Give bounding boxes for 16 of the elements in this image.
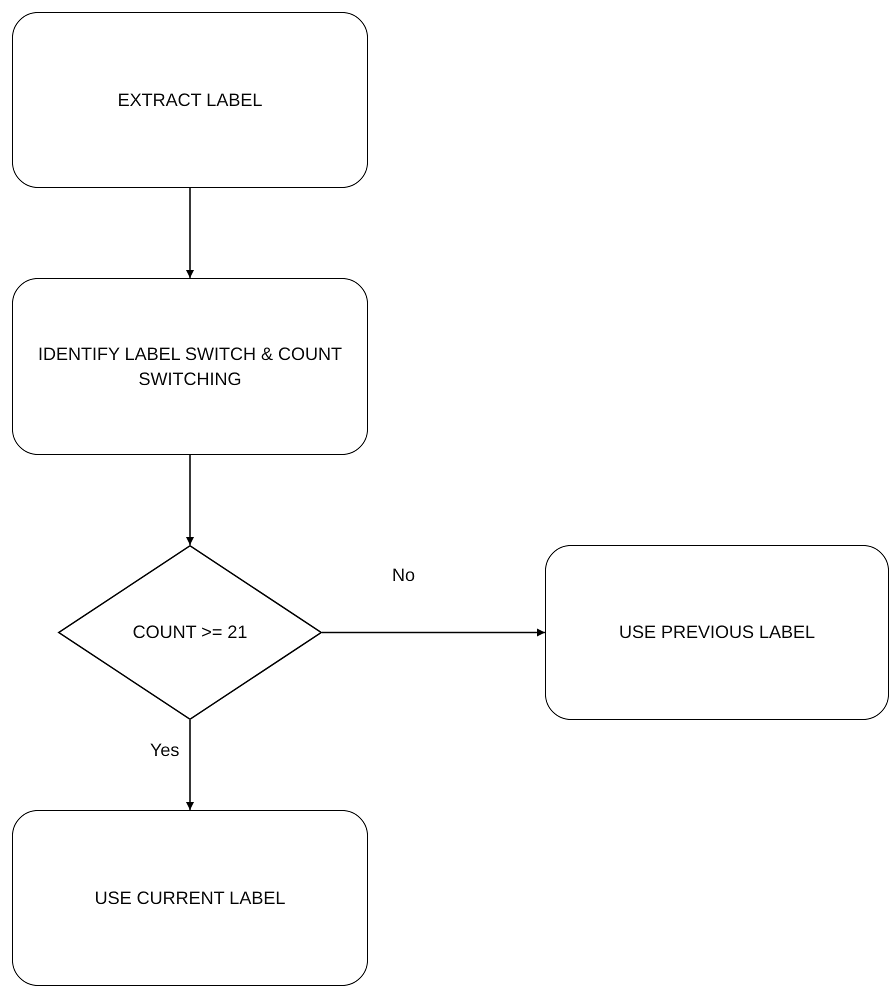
arrow [186,188,194,278]
node-text: IDENTIFY LABEL SWITCH & COUNT SWITCHING [36,343,344,390]
edge-label: No [392,565,416,586]
node-text: USE PREVIOUS LABEL [618,621,816,644]
decision-diamond [58,545,322,720]
process-box [12,278,368,455]
arrow [186,455,194,545]
node-text: USE CURRENT LABEL [94,886,286,910]
process-box [12,810,368,986]
process-box [12,12,368,188]
process-box [545,545,889,720]
edge-label: Yes [150,740,180,761]
node-text: EXTRACT LABEL [116,88,264,112]
arrow [186,720,194,810]
node-text: COUNT >= 21 [132,621,248,644]
arrow [322,628,545,636]
